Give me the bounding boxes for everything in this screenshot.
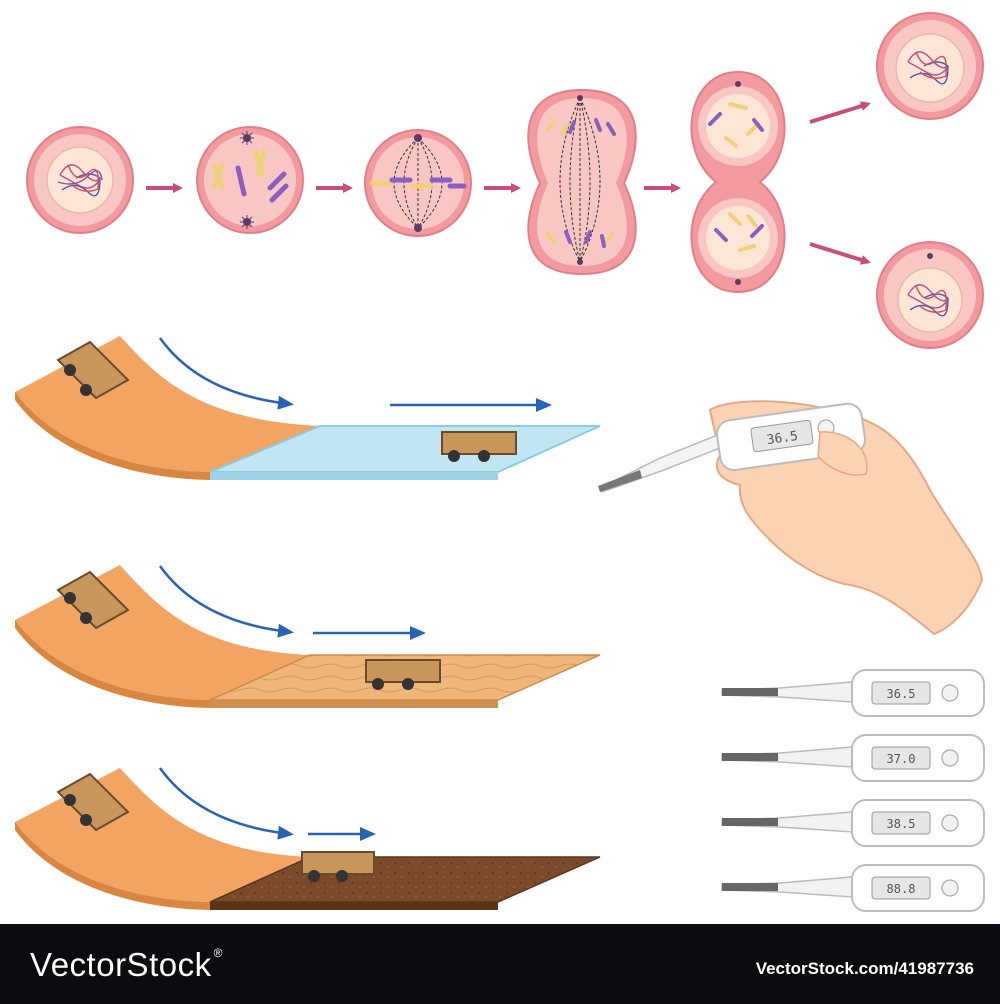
toy-car-icon bbox=[56, 570, 130, 630]
thermometer-reading: 36.5 bbox=[887, 687, 916, 701]
daughter-cell-bottom bbox=[876, 241, 984, 349]
thumb-icon bbox=[817, 431, 868, 476]
motion-arrow-curved bbox=[158, 565, 294, 638]
cell-interphase bbox=[26, 126, 134, 234]
centrosome-icon bbox=[414, 134, 422, 142]
metaphase-plate-chromosomes bbox=[369, 177, 467, 189]
cell-metaphase bbox=[364, 129, 472, 237]
toy-car-icon bbox=[441, 431, 517, 462]
ramp-experiment-soil bbox=[15, 767, 601, 910]
illustration-canvas: 36.5 36.5 37.0 38.5 bbox=[15, 12, 985, 912]
image-url: VectorStock.com/41987736 bbox=[755, 959, 974, 978]
chromosome-set bbox=[211, 149, 289, 203]
thermometer-3: 38.5 bbox=[721, 799, 985, 847]
centrosome-icon bbox=[240, 131, 254, 145]
power-button-icon bbox=[941, 814, 959, 832]
telophase-chromosomes bbox=[708, 102, 764, 252]
power-button-icon bbox=[941, 749, 959, 767]
toy-car-icon bbox=[56, 772, 130, 832]
spindle-fibers bbox=[559, 97, 601, 263]
ramp-experiment-wood bbox=[15, 565, 601, 708]
spindle-fibers bbox=[393, 137, 443, 229]
toy-car-icon bbox=[301, 851, 375, 882]
power-button-icon bbox=[941, 879, 959, 897]
thermometer-1: 36.5 bbox=[721, 669, 985, 717]
ramp-experiment-glass bbox=[15, 336, 601, 480]
toy-car-icon bbox=[56, 340, 130, 400]
motion-arrow-curved bbox=[158, 767, 294, 840]
thermometer-reading: 38.5 bbox=[887, 817, 916, 831]
cell-telophase bbox=[690, 70, 786, 294]
daughter-arrow-down bbox=[809, 242, 871, 265]
thermometer-reading: 37.0 bbox=[887, 752, 916, 766]
hand-holding-thermometer: 36.5 bbox=[598, 400, 984, 636]
motion-arrow-curved bbox=[158, 337, 294, 410]
chromatin-tangle bbox=[57, 164, 103, 197]
toy-car-icon bbox=[365, 659, 441, 690]
cell-anaphase bbox=[527, 88, 637, 276]
thermometer-4: 88.8 bbox=[721, 864, 985, 912]
centrosome-icon bbox=[414, 224, 422, 232]
separating-chromosomes bbox=[546, 118, 616, 248]
power-button-icon bbox=[941, 684, 959, 702]
watermark-footer: VectorStock® VectorStock.com/41987736 bbox=[0, 924, 1000, 1004]
brand-name: VectorStock bbox=[30, 946, 212, 983]
daughter-arrow-up bbox=[809, 101, 871, 124]
centrosome-icon bbox=[240, 215, 254, 229]
cell-prophase bbox=[196, 126, 304, 234]
thermometer-2: 37.0 bbox=[721, 734, 985, 782]
hand-thermometer-reading: 36.5 bbox=[766, 429, 799, 448]
thermometer-list: 36.5 37.0 38.5 88.8 bbox=[721, 669, 985, 912]
daughter-cell-top bbox=[876, 12, 984, 120]
thermometer-reading: 88.8 bbox=[887, 882, 916, 896]
brand-logo: VectorStock® bbox=[30, 946, 223, 983]
mitosis-diagram bbox=[26, 12, 984, 349]
